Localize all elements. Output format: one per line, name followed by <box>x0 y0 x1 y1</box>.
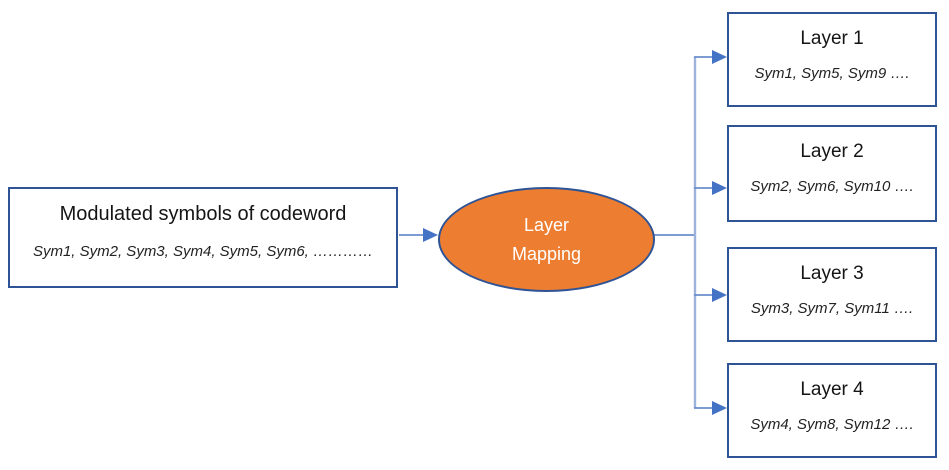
layer-4-box: Layer 4 Sym4, Sym8, Sym12 …. <box>727 363 937 458</box>
layer-4-title: Layer 4 <box>800 379 864 400</box>
source-box-title: Modulated symbols of codeword <box>59 203 347 225</box>
layer-2-title: Layer 2 <box>800 141 864 162</box>
arrowhead-icon <box>712 181 727 195</box>
layer-1-symbols: Sym1, Sym5, Sym9 …. <box>754 65 910 82</box>
layer-mapping-label-line1: Layer <box>523 214 570 235</box>
layer-1-title: Layer 1 <box>800 28 864 49</box>
arrowhead-icon <box>423 228 438 242</box>
layer-1-box: Layer 1 Sym1, Sym5, Sym9 …. <box>727 12 937 107</box>
layer-mapping-ellipse: Layer Mapping <box>438 187 655 292</box>
layer-3-symbols: Sym3, Sym7, Sym11 …. <box>750 300 914 317</box>
arrowhead-icon <box>712 50 727 64</box>
layer-2-symbols: Sym2, Sym6, Sym10 …. <box>750 178 914 195</box>
arrowhead-icon <box>712 288 727 302</box>
layer-3-box: Layer 3 Sym3, Sym7, Sym11 …. <box>727 247 937 342</box>
layer-3-title: Layer 3 <box>800 263 864 284</box>
layer-mapping-label-line2: Mapping <box>511 243 582 264</box>
source-box-symbols: Sym1, Sym2, Sym3, Sym4, Sym5, Sym6, ………… <box>32 243 374 260</box>
layer-2-box: Layer 2 Sym2, Sym6, Sym10 …. <box>727 125 937 222</box>
source-codeword-box: Modulated symbols of codeword Sym1, Sym2… <box>8 187 398 288</box>
arrowhead-icon <box>712 401 727 415</box>
layer-4-symbols: Sym4, Sym8, Sym12 …. <box>750 416 914 433</box>
